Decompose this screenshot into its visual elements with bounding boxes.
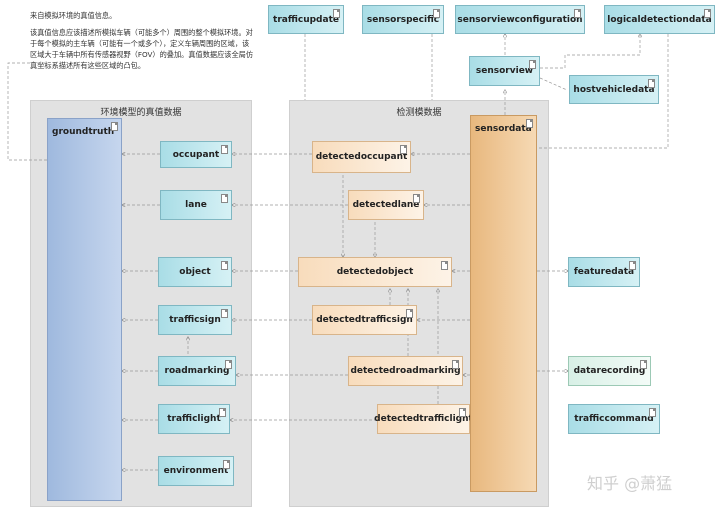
gt-object-label: object: [179, 267, 211, 277]
detectedtrafficlight-label: detectedtrafficlight: [374, 414, 473, 424]
groundtruth-label: groundtruth: [52, 127, 115, 137]
document-icon: [219, 408, 226, 417]
detectedoccupant-box[interactable]: detectedoccupant: [312, 141, 411, 173]
document-icon: [629, 261, 636, 270]
trafficupdate-label: trafficupdate: [273, 14, 339, 25]
trafficupdate-box[interactable]: trafficupdate: [268, 5, 344, 34]
document-icon: [221, 309, 228, 318]
document-icon: [111, 122, 118, 131]
sensorspecific-box[interactable]: sensorspecific: [362, 5, 444, 34]
document-icon: [526, 119, 533, 128]
sensorview-box[interactable]: sensorview: [469, 56, 540, 86]
gt-object-box[interactable]: object: [158, 257, 232, 287]
note-text: 来自模拟环境的真值信息。 该真值信息应该描述所模拟车辆（可能多个）周围的整个模拟…: [30, 10, 255, 77]
sensordata-bar[interactable]: sensordata: [470, 115, 537, 492]
detection-package-title: 检测模数据: [396, 108, 442, 118]
trafficcommand-box[interactable]: trafficcommand: [568, 404, 660, 434]
document-icon: [433, 9, 440, 18]
hostvehicledata-box[interactable]: hostvehicledata: [569, 75, 659, 104]
document-icon: [221, 261, 228, 270]
logicaldetectiondata-box[interactable]: logicaldetectiondata: [604, 5, 715, 34]
document-icon: [225, 360, 232, 369]
gt-environment-box[interactable]: environment: [158, 456, 234, 486]
gt-roadmarking-box[interactable]: roadmarking: [158, 356, 236, 386]
sensorviewconfiguration-label: sensorviewconfiguration: [457, 14, 583, 25]
gt-lane-box[interactable]: lane: [160, 190, 232, 220]
note-line-1: 来自模拟环境的真值信息。: [30, 11, 117, 20]
featuredata-box[interactable]: featuredata: [568, 257, 640, 287]
document-icon: [452, 360, 459, 369]
hostvehicledata-label: hostvehicledata: [573, 84, 655, 95]
gt-trafficsign-label: trafficsign: [169, 315, 221, 325]
note-line-2: 该真值信息应该描述所模拟车辆（可能多个）周围的整个模拟环境。对于每个模拟的主车辆…: [30, 28, 254, 70]
document-icon: [640, 360, 647, 369]
gt-environment-label: environment: [163, 466, 229, 476]
detectedroadmarking-box[interactable]: detectedroadmarking: [348, 356, 463, 386]
document-icon: [704, 9, 711, 18]
document-icon: [649, 408, 656, 417]
gt-occupant-label: occupant: [172, 149, 220, 160]
gt-lane-label: lane: [185, 200, 207, 210]
sensorviewconfiguration-box[interactable]: sensorviewconfiguration: [455, 5, 585, 34]
document-icon: [648, 79, 655, 88]
document-icon: [459, 408, 466, 417]
document-icon: [333, 9, 340, 18]
document-icon: [574, 9, 581, 18]
document-icon: [221, 194, 228, 203]
document-icon: [400, 145, 407, 154]
detectedtrafficsign-box[interactable]: detectedtrafficsign: [312, 305, 417, 335]
sensorspecific-label: sensorspecific: [366, 14, 440, 25]
detectedtrafficlight-box[interactable]: detectedtrafficlight: [374, 404, 473, 434]
environment-package-title: 环境模型的真值数据: [100, 108, 182, 118]
logicaldetectiondata-label: logicaldetectiondata: [607, 14, 712, 25]
document-icon: [221, 145, 228, 154]
detectedlane-label: detectedlane: [352, 200, 420, 210]
detectedobject-box[interactable]: detectedobject: [298, 257, 452, 287]
detectedoccupant-label: detectedoccupant: [315, 152, 408, 162]
trafficcommand-label: trafficcommand: [574, 414, 654, 424]
groundtruth-bar[interactable]: groundtruth: [47, 118, 122, 501]
gt-roadmarking-label: roadmarking: [164, 366, 230, 376]
datarecording-box[interactable]: datarecording: [568, 356, 651, 386]
detectedroadmarking-label: detectedroadmarking: [350, 366, 461, 376]
featuredata-label: featuredata: [573, 267, 635, 277]
detectedlane-box[interactable]: detectedlane: [348, 190, 424, 220]
document-icon: [406, 309, 413, 318]
detectedtrafficsign-label: detectedtrafficsign: [316, 315, 413, 325]
sensorview-label: sensorview: [475, 66, 534, 76]
detectedobject-label: detectedobject: [336, 267, 414, 277]
sensordata-label: sensordata: [475, 124, 532, 134]
datarecording-label: datarecording: [573, 366, 646, 376]
gt-trafficlight-box[interactable]: trafficlight: [158, 404, 230, 434]
document-icon: [413, 194, 420, 203]
gt-trafficlight-label: trafficlight: [167, 414, 221, 424]
gt-trafficsign-box[interactable]: trafficsign: [158, 305, 232, 335]
document-icon: [223, 460, 230, 469]
document-icon: [441, 261, 448, 270]
document-icon: [529, 60, 536, 69]
watermark: 知乎 @萧猛: [587, 474, 673, 493]
gt-occupant-box[interactable]: occupant: [160, 141, 232, 168]
